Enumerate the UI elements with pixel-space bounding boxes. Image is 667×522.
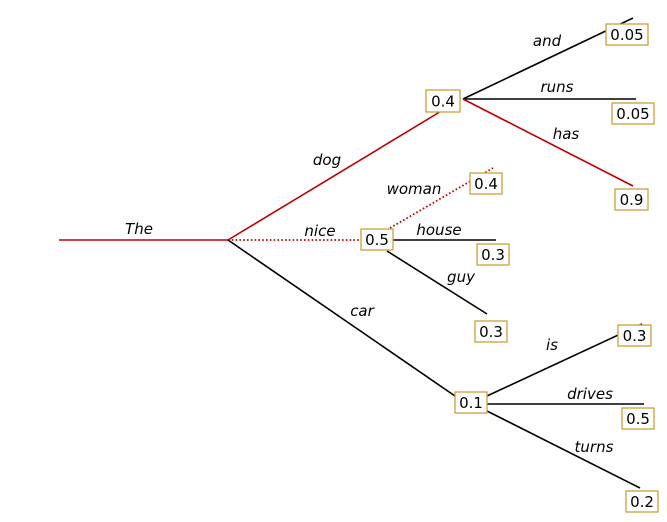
word-label-turns: turns [575, 438, 614, 456]
node-car: 0.1 [454, 391, 488, 414]
prob-box-drives [621, 407, 655, 430]
text-layer: The dog nice car and runs has woman house guy is dr… [125, 32, 614, 456]
word-label-woman: woman [387, 180, 442, 198]
edge-layer [59, 17, 644, 489]
node-woman: 0.4 [469, 172, 503, 195]
prob-label-turns: 0.2 [630, 493, 654, 511]
node-house: 0.3 [476, 243, 510, 266]
prob-box-runs [611, 102, 655, 125]
node-has: 0.9 [614, 188, 649, 211]
edge-has [462, 98, 634, 187]
prob-box-woman [469, 172, 503, 195]
edge-and [462, 17, 634, 100]
prob-label-woman: 0.4 [474, 175, 498, 193]
node-is: 0.3 [617, 324, 652, 347]
prob-label-dog: 0.4 [431, 93, 455, 111]
word-label-guy: guy [447, 268, 476, 286]
prob-box-guy [474, 320, 508, 343]
prob-box-is [617, 324, 652, 347]
prob-box-and [605, 23, 649, 46]
prob-box-turns [625, 490, 659, 513]
node-layer: 0.4 0.5 0.1 0.05 0.05 0.9 0.4 0.3 0.3 0.3 0.5 0.2 [360, 23, 659, 513]
word-label-is: is [546, 336, 558, 354]
node-turns: 0.2 [625, 490, 659, 513]
word-label-and: and [533, 32, 562, 50]
prob-label-is: 0.3 [623, 327, 647, 345]
prob-label-runs: 0.05 [616, 105, 649, 123]
word-label-drives: drives [567, 385, 613, 403]
word-label-car: car [350, 302, 374, 320]
node-nice: 0.5 [360, 228, 394, 251]
prob-box-dog [425, 89, 461, 113]
node-guy: 0.3 [474, 320, 508, 343]
word-label-has: has [553, 125, 580, 143]
node-dog: 0.4 [425, 89, 461, 113]
node-drives: 0.5 [621, 407, 655, 430]
prob-label-guy: 0.3 [479, 323, 503, 341]
prob-label-nice: 0.5 [365, 231, 389, 249]
word-label-nice: nice [304, 222, 335, 240]
prob-label-and: 0.05 [610, 26, 643, 44]
edge-car [227, 239, 456, 397]
prob-box-nice [360, 228, 394, 251]
edge-dog [227, 109, 444, 241]
edge-guy [386, 250, 488, 315]
prob-box-house [476, 243, 510, 266]
word-label-house: house [416, 221, 461, 239]
word-label-the: The [125, 220, 153, 238]
word-label-dog: dog [313, 151, 341, 169]
prob-label-house: 0.3 [481, 246, 505, 264]
prob-label-car: 0.1 [459, 394, 483, 412]
prob-box-has [614, 188, 649, 211]
word-label-runs: runs [541, 78, 574, 96]
prob-label-has: 0.9 [620, 191, 644, 209]
prob-label-drives: 0.5 [626, 410, 650, 428]
node-and: 0.05 [605, 23, 649, 46]
node-runs: 0.05 [611, 102, 655, 125]
edge-is [486, 323, 643, 397]
prob-box-car [454, 391, 488, 414]
edge-turns [486, 410, 641, 489]
